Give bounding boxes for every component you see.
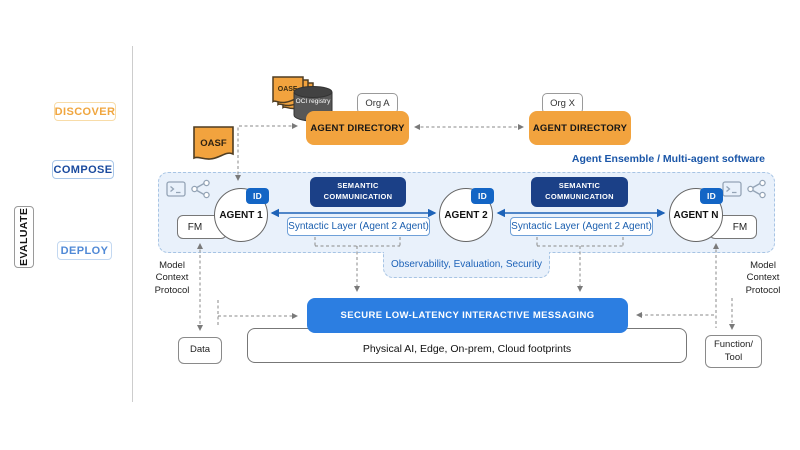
data-box: Data xyxy=(178,337,222,364)
agent-directory-right: AGENT DIRECTORY xyxy=(529,111,631,145)
terminal-window-icon xyxy=(722,181,742,197)
syntactic-layer-right-label: Syntactic Layer (Agent 2 Agent) xyxy=(511,221,652,232)
discover-label: DISCOVER xyxy=(54,105,116,118)
observability-tab: Observability, Evaluation, Security xyxy=(383,252,550,278)
model-context-protocol-right: Model Context Protocol xyxy=(745,260,781,296)
syntactic-layer-left-label: Syntactic Layer (Agent 2 Agent) xyxy=(288,221,429,232)
function-tool-box: Function/ Tool xyxy=(705,335,762,368)
agent-1-label: AGENT 1 xyxy=(219,209,263,221)
agent-2-id-badge: ID xyxy=(471,188,494,204)
agent-directory-left-label: AGENT DIRECTORY xyxy=(310,122,405,134)
agent-2-label: AGENT 2 xyxy=(444,209,488,221)
vertical-divider xyxy=(132,46,133,402)
secure-messaging-label: SECURE LOW-LATENCY INTERACTIVE MESSAGING xyxy=(340,310,595,321)
org-a-label: Org A xyxy=(365,98,390,109)
oasf-document-tag-icon: OASF xyxy=(193,126,234,160)
fm-right-label: FM xyxy=(732,221,748,233)
agent-2-id-label: ID xyxy=(477,191,488,201)
oasf-tag-label: OASF xyxy=(200,138,227,149)
sidebar-item-discover: DISCOVER xyxy=(54,102,116,121)
terminal-window-icon xyxy=(166,181,186,197)
agent-directory-right-label: AGENT DIRECTORY xyxy=(532,122,628,134)
data-label: Data xyxy=(189,344,211,356)
ensemble-title: Agent Ensemble / Multi-agent software xyxy=(571,153,765,165)
agent-directory-left: AGENT DIRECTORY xyxy=(306,111,409,145)
agent-1-id-badge: ID xyxy=(246,188,269,204)
footprints-label: Physical AI, Edge, On-prem, Cloud footpr… xyxy=(362,343,572,355)
workflow-graph-icon xyxy=(747,179,766,199)
agent-n-label: AGENT N xyxy=(673,209,719,221)
sidebar-item-evaluate: EVALUATE xyxy=(14,206,34,268)
compose-label: COMPOSE xyxy=(53,163,113,176)
agent-n-id-label: ID xyxy=(706,191,717,201)
org-x-label: Org X xyxy=(550,98,575,109)
observability-tab-label: Observability, Evaluation, Security xyxy=(391,259,542,270)
deploy-label: DEPLOY xyxy=(60,244,109,257)
sidebar-item-deploy: DEPLOY xyxy=(57,241,112,260)
syntactic-layer-right: Syntactic Layer (Agent 2 Agent) xyxy=(510,217,653,236)
oasf-stack-label: OASF xyxy=(278,86,298,93)
function-tool-label: Function/ Tool xyxy=(713,339,754,363)
fm-left-label: FM xyxy=(187,221,203,233)
workflow-graph-icon xyxy=(191,179,210,199)
semantic-communication-left: SEMANTIC COMMUNICATION xyxy=(310,177,406,207)
agent-1-id-label: ID xyxy=(252,191,263,201)
model-context-protocol-left: Model Context Protocol xyxy=(154,260,190,296)
oci-registry-label: OCI registry xyxy=(295,98,331,105)
semantic-communication-right: SEMANTIC COMMUNICATION xyxy=(531,177,628,207)
secure-messaging-bus: SECURE LOW-LATENCY INTERACTIVE MESSAGING xyxy=(307,298,628,333)
evaluate-label: EVALUATE xyxy=(18,207,30,267)
agent-n-id-badge: ID xyxy=(700,188,723,204)
sidebar-item-compose: COMPOSE xyxy=(52,160,114,179)
footprints-box: Physical AI, Edge, On-prem, Cloud footpr… xyxy=(247,328,687,363)
syntactic-layer-left: Syntactic Layer (Agent 2 Agent) xyxy=(287,217,430,236)
